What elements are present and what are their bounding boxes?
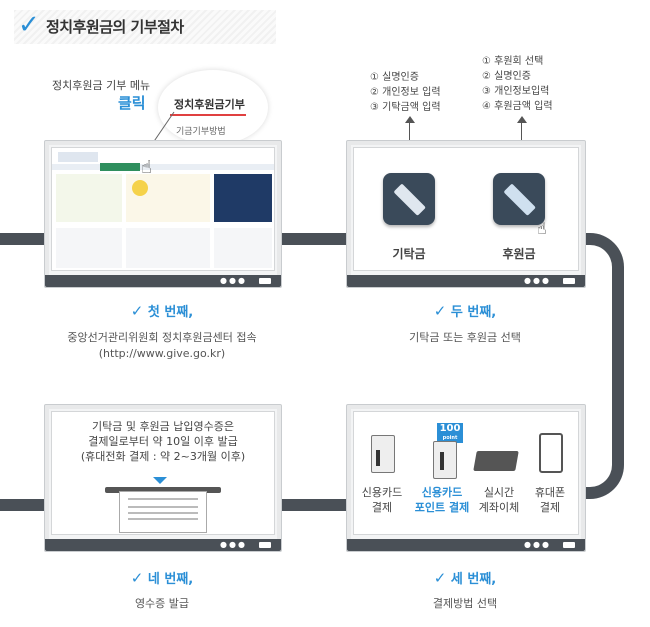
point-card-icon[interactable] — [433, 441, 457, 479]
site-banner-left — [56, 174, 122, 222]
callout-menu-sub: 기금기부방법 — [176, 127, 226, 137]
connector-left-bottom — [0, 499, 48, 511]
step4-title-text: 네 번째, — [147, 572, 194, 587]
donation-arrow-head — [517, 116, 527, 123]
point-badge: 100 point — [437, 423, 463, 443]
method-point-label: 신용카드 포인트 결제 — [414, 486, 470, 514]
donation-tile[interactable] — [493, 173, 545, 225]
connector-3-4 — [278, 499, 350, 511]
callout-menu-label: 정치후원금 기부 메뉴 — [52, 79, 151, 92]
header-bg — [14, 10, 276, 44]
site-logo — [58, 152, 98, 162]
callout-click-label: 클릭 — [118, 94, 146, 112]
callout-bubble — [158, 70, 268, 145]
connector-left-top — [0, 233, 48, 245]
callout-underline — [170, 114, 246, 116]
method-phone-label: 휴대폰 결제 — [534, 486, 566, 514]
step4-desc: 영수증 발급 — [134, 597, 190, 610]
step1-url: (http://www.give.go.kr) — [98, 347, 226, 360]
deposit-arrow-head — [405, 116, 415, 123]
step1-desc: 중앙선거관리위원회 정치후원금센터 접속 — [67, 331, 257, 344]
printer-slot — [105, 487, 221, 493]
down-arrow-icon — [153, 477, 167, 484]
connector-2-3 — [584, 233, 624, 499]
site-block-2 — [126, 228, 210, 268]
site-nav-highlight — [100, 163, 140, 171]
phone-icon[interactable] — [539, 433, 563, 473]
callout-menu-item: 정치후원금기부 — [174, 98, 245, 111]
method-bank-label: 실시간 계좌이체 — [478, 486, 520, 514]
connector-1-2 — [278, 233, 350, 245]
step1-title-text: 첫 번째, — [147, 305, 194, 320]
panel-step2: ☝ 기탁금 후원금 ●●● — [346, 140, 586, 288]
panel-step3: 신용카드 결제 100 point 신용카드 포인트 결제 실시간 계좌이체 휴… — [346, 404, 586, 552]
sun-icon — [132, 180, 148, 196]
donation-steps: ① 후원회 선택 ② 실명인증 ③ 개인정보입력 ④ 후원금액 입력 — [482, 56, 553, 112]
card-icon — [394, 184, 426, 216]
receipt-icon — [119, 491, 207, 533]
deposit-tile[interactable] — [383, 173, 435, 225]
step3-title: ✓ 세 번째, — [433, 569, 497, 587]
step2-desc: 기탁금 또는 후원금 선택 — [409, 331, 521, 344]
step2-title: ✓ 두 번째, — [433, 302, 497, 320]
deposit-label: 기탁금 — [392, 247, 426, 261]
site-banner-right — [214, 174, 272, 222]
card-icon — [504, 184, 536, 216]
step4-title: ✓ 네 번째, — [130, 569, 194, 587]
step1-title: ✓ 첫 번째, — [130, 302, 194, 320]
site-block-1 — [56, 228, 122, 268]
site-block-3 — [214, 228, 272, 268]
credit-card-icon[interactable] — [371, 435, 395, 473]
panel-step4: 기탁금 및 후원금 납입영수증은 결제일로부터 약 10일 이후 발급 (휴대전… — [44, 404, 282, 552]
site-nav — [52, 164, 274, 170]
page-title: 정치후원금의 기부절차 — [46, 18, 184, 36]
step3-desc: 결제방법 선택 — [432, 597, 498, 610]
method-card-label: 신용카드 결제 — [361, 486, 403, 514]
hand-cursor-icon: ☝ — [537, 219, 547, 238]
panel-step1: ☝ ●●● — [44, 140, 282, 288]
step2-title-text: 두 번째, — [450, 305, 497, 320]
deposit-steps: ① 실명인증 ② 개인정보 입력 ③ 기탁금액 입력 — [370, 72, 441, 113]
donation-label: 후원금 — [502, 247, 536, 261]
bank-card-icon[interactable] — [473, 451, 519, 471]
hand-cursor-icon: ☝ — [141, 157, 152, 178]
check-icon: ✓ — [18, 10, 40, 40]
step3-title-text: 세 번째, — [450, 572, 497, 587]
receipt-note: 기탁금 및 후원금 납입영수증은 결제일로부터 약 10일 이후 발급 (휴대전… — [80, 420, 246, 463]
